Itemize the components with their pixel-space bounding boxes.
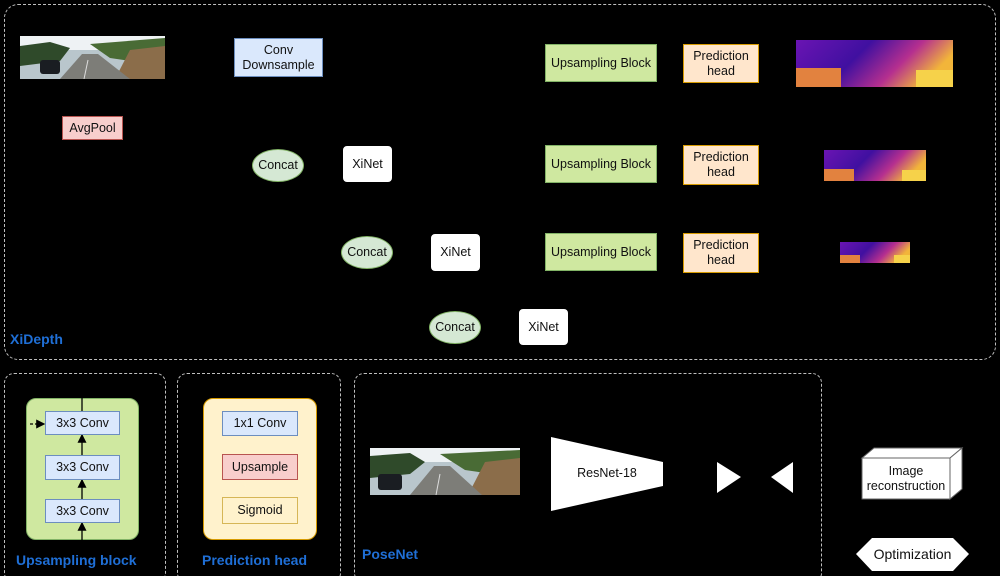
xidepth-label: XiDepth: [10, 331, 63, 347]
right-triangle-icon: [771, 462, 793, 493]
posenet-label: PoseNet: [362, 546, 419, 562]
upsampling-block-1: Upsampling Block: [545, 44, 657, 82]
prediction-head-2: Prediction head: [683, 145, 759, 185]
upsampling-conv-1: 3x3 Conv: [45, 411, 120, 435]
input-image-top: [20, 36, 165, 79]
prediction-region: [177, 373, 341, 576]
image-reconstruction-cube: [860, 446, 964, 501]
upsampling-conv-2: 3x3 Conv: [45, 455, 120, 480]
prediction-head-1: Prediction head: [683, 44, 759, 83]
upsampling-block-2: Upsampling Block: [545, 145, 657, 183]
resnet-label: ResNet-18: [577, 465, 637, 480]
upsampling-block-3: Upsampling Block: [545, 233, 657, 271]
depth-map-medium: [824, 150, 926, 181]
upsampling-conv-3: 3x3 Conv: [45, 499, 120, 523]
avgpool-box: AvgPool: [62, 116, 123, 140]
concat-node-2: Concat: [341, 236, 393, 269]
xidepth-region: [4, 4, 996, 360]
optimization-label: Optimization: [873, 546, 952, 563]
upsampling-panel-label: Upsampling block: [16, 552, 137, 568]
xinet-box-3: XiNet: [519, 309, 568, 345]
concat-node-3: Concat: [429, 311, 481, 344]
conv-downsample-box: Conv Downsample: [234, 38, 323, 77]
depth-map-large: [796, 40, 953, 87]
xinet-box-1: XiNet: [343, 146, 392, 182]
upsampling-region: [4, 373, 166, 576]
prediction-conv-1x1: 1x1 Conv: [222, 411, 298, 436]
xinet-box-2: XiNet: [431, 234, 480, 271]
left-triangle-icon: [717, 462, 741, 493]
concat-node-1: Concat: [252, 149, 304, 182]
depth-map-small: [840, 242, 910, 263]
resnet-trapezoid: [551, 437, 663, 511]
prediction-panel-label: Prediction head: [202, 552, 308, 568]
posenet-region: [354, 373, 822, 576]
prediction-sigmoid: Sigmoid: [222, 497, 298, 524]
input-image-posenet: [370, 448, 520, 495]
image-reconstruction-label: Image reconstruction: [866, 463, 946, 493]
prediction-head-3: Prediction head: [683, 233, 759, 273]
prediction-upsample: Upsample: [222, 454, 298, 480]
optimization-hexagon: [856, 538, 969, 571]
